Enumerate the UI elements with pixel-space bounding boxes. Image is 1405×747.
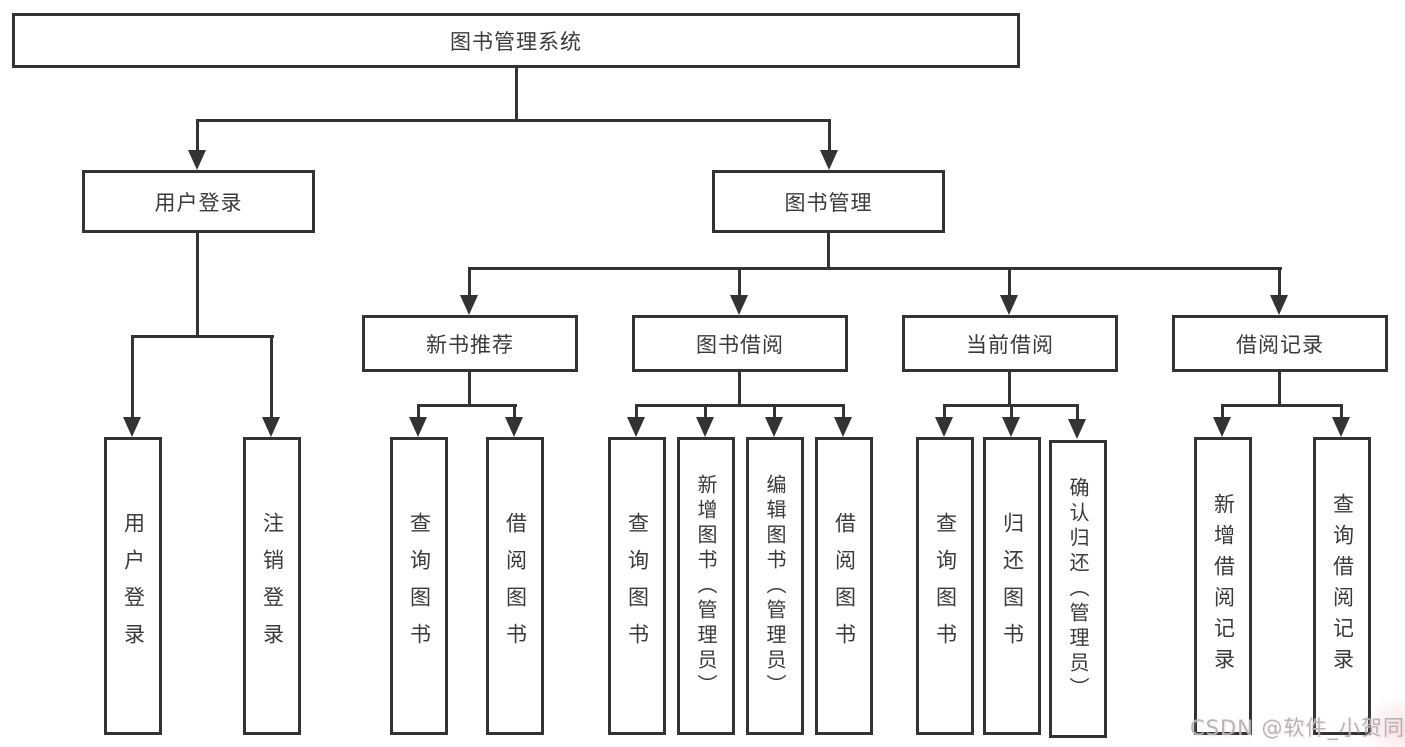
leaf-confirm-return-admin-label: 确认归还（管理员） — [1066, 476, 1090, 702]
node-new-book-recommend-label: 新书推荐 — [426, 332, 514, 357]
csdn-watermark: CSDN @软件_小贺同学 — [1190, 716, 1405, 740]
leaf-user-login: 用户登录 — [104, 437, 162, 735]
leaf-add-books-admin: 新增图书（管理员） — [677, 437, 735, 735]
arrow-down-user-login — [188, 150, 206, 170]
arrow-down-book-management — [820, 150, 838, 170]
node-book-borrow-label: 图书借阅 — [696, 332, 784, 357]
arrow-down-new-book-recommend — [460, 295, 478, 315]
connector-book-management-stem — [827, 232, 830, 268]
arrow-down-recommend-borrow — [505, 417, 523, 437]
arrow-down-leaf-user-login — [123, 417, 141, 437]
connector-drop-bb-add — [704, 406, 707, 419]
leaf-user-login-label: 用户登录 — [121, 512, 146, 660]
arrow-down-bb-query — [627, 417, 645, 437]
leaf-confirm-return-admin: 确认归还（管理员） — [1049, 440, 1107, 738]
connector-recommend-crossbar — [417, 404, 517, 407]
arrow-down-rec-add — [1213, 417, 1231, 437]
connector-recommend-stem — [468, 371, 471, 406]
arrow-down-bb-add — [696, 417, 714, 437]
arrow-down-rec-query — [1332, 417, 1350, 437]
node-borrow-records: 借阅记录 — [1172, 315, 1388, 372]
connector-drop-recommend-query — [417, 406, 420, 419]
connector-drop-rec-query — [1340, 406, 1343, 419]
node-book-borrow: 图书借阅 — [632, 315, 848, 372]
node-root-library-system: 图书管理系统 — [12, 13, 1020, 68]
connector-drop-new-book-recommend — [468, 269, 471, 297]
connector-user-login-crossbar — [131, 335, 274, 338]
leaf-borrow-query-books-label: 查询图书 — [625, 512, 650, 660]
arrow-down-cb-confirm — [1068, 419, 1086, 439]
leaf-edit-books-admin: 编辑图书（管理员） — [746, 437, 804, 735]
node-borrow-records-label: 借阅记录 — [1236, 332, 1324, 357]
connector-current-crossbar — [943, 404, 1079, 407]
connector-drop-cb-query — [943, 406, 946, 419]
node-user-login-label: 用户登录 — [154, 190, 243, 215]
leaf-return-books: 归还图书 — [983, 437, 1041, 735]
connector-drop-current-borrow — [1008, 269, 1011, 297]
arrow-down-borrow-records — [1270, 295, 1288, 315]
connector-root-stem — [515, 67, 518, 120]
connector-drop-borrow-records — [1278, 269, 1281, 297]
arrow-down-book-borrow — [730, 295, 748, 315]
connector-drop-bb-borrow — [842, 406, 845, 419]
arrow-down-bb-borrow — [834, 417, 852, 437]
connector-drop-bb-query — [635, 406, 638, 419]
leaf-borrow-query-books: 查询图书 — [608, 437, 666, 735]
node-book-management: 图书管理 — [712, 170, 945, 233]
leaf-edit-books-admin-label: 编辑图书（管理员） — [763, 473, 787, 699]
leaf-query-borrow-record-label: 查询借阅记录 — [1330, 493, 1355, 679]
arrow-down-leaf-logout — [262, 417, 280, 437]
leaf-recommend-borrow-books-label: 借阅图书 — [503, 512, 528, 660]
leaf-borrow-borrow-books-label: 借阅图书 — [832, 512, 857, 660]
leaf-recommend-query-books: 查询图书 — [390, 437, 448, 735]
connector-drop-rec-add — [1221, 406, 1224, 419]
leaf-recommend-borrow-books: 借阅图书 — [486, 437, 544, 735]
arrow-down-recommend-query — [409, 417, 427, 437]
leaf-return-books-label: 归还图书 — [1000, 512, 1025, 660]
connector-drop-bb-edit — [773, 406, 776, 419]
leaf-current-query-books-label: 查询图书 — [933, 512, 958, 660]
connector-book-borrow-crossbar — [635, 404, 845, 407]
leaf-query-borrow-record: 查询借阅记录 — [1313, 437, 1371, 735]
connector-book-management-crossbar — [468, 267, 1282, 270]
leaf-add-borrow-record-label: 新增借阅记录 — [1211, 493, 1236, 679]
node-current-borrow-label: 当前借阅 — [966, 332, 1054, 357]
connector-records-stem — [1278, 371, 1281, 406]
leaf-recommend-query-books-label: 查询图书 — [407, 512, 432, 660]
leaf-current-query-books: 查询图书 — [916, 437, 974, 735]
node-new-book-recommend: 新书推荐 — [362, 315, 578, 372]
node-book-management-label: 图书管理 — [784, 190, 873, 215]
arrow-down-bb-edit — [765, 417, 783, 437]
leaf-add-borrow-record: 新增借阅记录 — [1194, 437, 1252, 735]
connector-drop-leaf-logout — [270, 337, 273, 419]
connector-records-crossbar — [1221, 404, 1343, 407]
arrow-down-current-borrow — [1000, 295, 1018, 315]
connector-drop-book-management — [828, 121, 831, 152]
node-root-label: 图书管理系统 — [450, 29, 582, 54]
connector-root-crossbar — [196, 119, 831, 122]
connector-user-login-stem — [196, 232, 199, 337]
connector-current-stem — [1008, 371, 1011, 406]
node-current-borrow: 当前借阅 — [902, 315, 1118, 372]
leaf-logout-label: 注销登录 — [260, 512, 285, 660]
connector-drop-cb-confirm — [1076, 406, 1079, 419]
connector-drop-book-borrow — [738, 269, 741, 297]
arrow-down-cb-query — [935, 417, 953, 437]
connector-drop-leaf-user-login — [131, 337, 134, 419]
leaf-borrow-borrow-books: 借阅图书 — [815, 437, 873, 735]
connector-book-borrow-stem — [738, 371, 741, 406]
connector-drop-recommend-borrow — [513, 406, 516, 419]
connector-drop-cb-return — [1010, 406, 1013, 419]
connector-drop-user-login — [196, 121, 199, 152]
leaf-add-books-admin-label: 新增图书（管理员） — [694, 473, 718, 699]
arrow-down-cb-return — [1002, 417, 1020, 437]
leaf-logout: 注销登录 — [243, 437, 301, 735]
node-user-login: 用户登录 — [82, 170, 315, 233]
